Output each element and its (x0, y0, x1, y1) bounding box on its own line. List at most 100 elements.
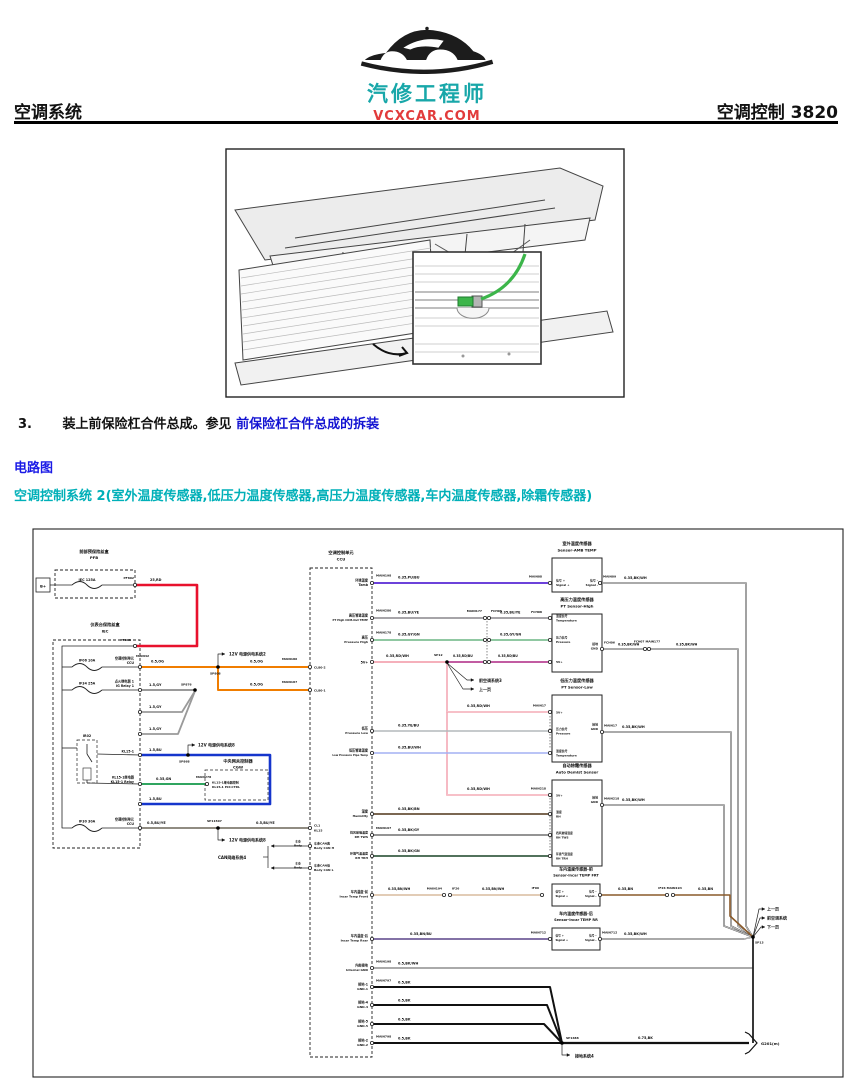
diagram-label: 车身 (295, 840, 301, 844)
diagram-label: 0.35,BU/YE (398, 611, 420, 615)
connector-pin (447, 892, 452, 897)
diagram-label: 5V+ (556, 660, 563, 664)
diagram-label: 0.35,BK/WH (624, 932, 647, 936)
wire (140, 690, 196, 735)
connector-pin (369, 659, 374, 664)
diagram-label: Internal GND (346, 968, 368, 972)
diagram-label: 0.35,BK/GY (398, 828, 420, 832)
diagram-label: 0.5,OG (250, 660, 263, 664)
diagram-label: 温度信号 (556, 613, 568, 618)
connector-pin (486, 659, 491, 664)
diagram-label: GND (591, 647, 599, 651)
diagram-label: 信号 - (589, 890, 596, 894)
wire-stripe (446, 712, 550, 796)
header-rule (14, 121, 838, 124)
diagram-label: 高压 (362, 635, 369, 640)
diagram-label: 5V+ (361, 661, 369, 665)
connector-pin (133, 644, 138, 649)
diagram-label: 接地系统4 (575, 1053, 594, 1059)
diagram-label: 1.5,GY (149, 683, 162, 687)
connector-pin (369, 1041, 374, 1046)
diagram-label: 车身CAN低 (314, 863, 330, 868)
diagram-label: MAIN712 (531, 931, 546, 935)
diagram-label: Signal - (585, 894, 596, 898)
diagram-label: 上一页 (479, 686, 491, 692)
wire (372, 1023, 563, 1044)
diagram-label: 内部接地 (355, 963, 369, 968)
diagram-label: SP12 (434, 653, 443, 657)
connector-pin (204, 781, 209, 786)
diagram-label: RH TRH (556, 857, 569, 861)
diagram-label: MAIN798 (376, 1035, 391, 1039)
connector-pin (665, 892, 670, 897)
connector-pin (548, 811, 553, 816)
diagram-label: PT Sensor-Low (561, 685, 593, 690)
diagram-label: MAIN278 (196, 775, 211, 779)
diagram-label: 车身CAN高 (314, 841, 330, 846)
diagram-label: 0.35,BK/WH (618, 643, 640, 647)
step-link[interactable]: 前保险杠合件总成的拆装 (236, 417, 380, 432)
diagram-label: 0.35,BK/BN (398, 807, 420, 811)
connector-pin (482, 616, 487, 621)
heading-system: 空调控制系统 2(室外温度传感器,低压力温度传感器,高压力温度传感器,车内温度传… (14, 489, 593, 504)
diagram-label: MAIN17 (533, 704, 546, 708)
connector-pin (138, 801, 143, 806)
wire-stripe (602, 731, 754, 938)
diagram-label: MAIN218 (531, 787, 546, 791)
connector-pin (482, 638, 487, 643)
arrowhead-icon (761, 916, 765, 920)
diagram-label: 0.35,BN/WH (388, 887, 410, 891)
diagram-label: GND-5 (357, 1024, 368, 1028)
logo: 汽修工程师 VCXCAR.COM (347, 18, 507, 124)
connector-pin (486, 638, 491, 643)
diagram-label: 0.35,RD/BU (498, 654, 518, 658)
diagram-label: 接地-2 (357, 1038, 368, 1043)
connector-pin (598, 581, 603, 586)
connector-pin (598, 936, 603, 941)
fuse-icon (71, 824, 103, 832)
connector-pin (369, 728, 374, 733)
diagram-label: 前空调系统3 (479, 677, 502, 683)
sensor-connector (457, 296, 474, 307)
diagram-label: 1.5,GY (149, 705, 162, 709)
sensor-green-wire (480, 253, 527, 301)
component-box (32, 528, 844, 1078)
diagram-label: Pressure High (344, 640, 368, 644)
diagram-label: Signal + (556, 938, 569, 942)
connector-pin (369, 936, 374, 941)
diagram-label: SP876 (181, 683, 192, 687)
diagram-label: Temperature (556, 619, 577, 623)
diagram-label: CGW (233, 765, 244, 770)
diagram-label: 接地 (592, 722, 598, 727)
section-title-right: 空调控制 3820 (716, 103, 838, 123)
fuse-icon (71, 663, 103, 671)
diagram-label: 接地 (592, 795, 598, 800)
step-number: 3. (18, 417, 32, 432)
diagram-label: GND (591, 800, 599, 804)
connector-pin (369, 581, 374, 586)
diagram-label: Body CAN L (314, 868, 334, 872)
diagram-label: IF06 10A (79, 659, 96, 663)
fuse-icon (71, 581, 103, 589)
connector-pin (369, 832, 374, 837)
diagram-label: 车内温度传感器-前 (559, 866, 593, 872)
diagram-label: MAIN09 (603, 575, 616, 579)
diagram-label: 0.35,RD/BU (453, 654, 473, 658)
connector-pin (600, 802, 605, 807)
diagram-label: 0.5,OG (250, 683, 263, 687)
diagram-label: PT High COM-Out TEMP (333, 618, 368, 622)
diagram-label: 信号 + (556, 934, 565, 938)
diagram-label: GND-4 (357, 1005, 368, 1009)
diagram-label: G201(m) (761, 1041, 780, 1046)
diagram-label: 环境温度 (355, 578, 369, 583)
diagram-label: 0.35,BN (618, 887, 633, 891)
diagram-label: 0.35,BK/WH (622, 798, 645, 802)
callout-arrow (372, 343, 409, 357)
connector-pin (369, 853, 374, 858)
diagram-label: FCH05 (491, 609, 502, 613)
wire-stripe (602, 804, 754, 938)
wire-stripe (600, 936, 754, 940)
connector-pin (133, 583, 138, 588)
diagram-label: Humidity (353, 814, 368, 818)
